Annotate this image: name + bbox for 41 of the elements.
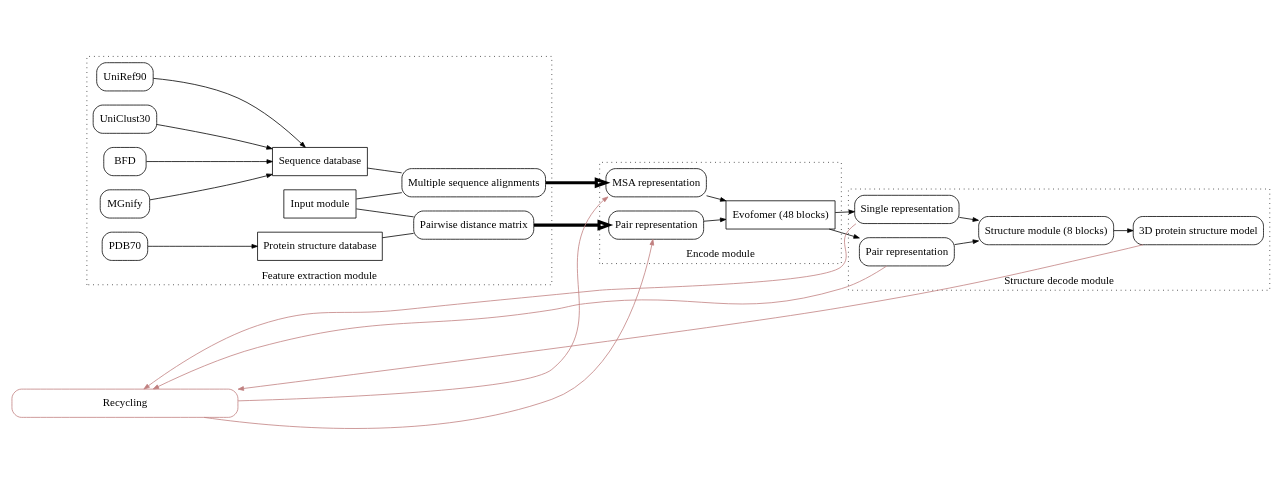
arrow xyxy=(958,216,979,222)
arrow xyxy=(152,265,888,389)
arrow xyxy=(534,219,614,231)
connector xyxy=(356,208,415,217)
arrow xyxy=(828,228,860,239)
arrow xyxy=(156,123,273,150)
connector xyxy=(367,167,403,173)
arrow xyxy=(545,176,611,188)
node-box: MSA representation xyxy=(605,167,707,197)
node-box: MGnify xyxy=(99,188,151,218)
node-box: Evofomer (48 blocks) xyxy=(725,199,836,229)
node-box: Recycling xyxy=(11,388,239,418)
node-box: UniClust30 xyxy=(92,104,158,134)
node-box: BFD xyxy=(103,146,147,176)
arrow xyxy=(146,158,273,164)
node-box: UniRef90 xyxy=(96,61,154,91)
arrow xyxy=(1113,227,1134,233)
node-box: Structure module (8 blocks) xyxy=(978,215,1115,245)
connector xyxy=(382,232,414,238)
node-box: Pair representation xyxy=(608,210,705,240)
arrow xyxy=(237,243,1144,391)
node-box: Sequence database xyxy=(272,146,368,176)
arrow xyxy=(143,222,857,389)
node-box: Protein structure database xyxy=(257,231,383,261)
arrow xyxy=(703,217,727,222)
node-box: Input module xyxy=(283,188,357,218)
node-box: Single representation xyxy=(854,194,960,224)
node-box: PDB70 xyxy=(101,231,149,261)
arrow xyxy=(203,238,655,429)
arrow xyxy=(834,209,855,214)
arrow xyxy=(706,194,727,202)
node-box: Pair representation xyxy=(859,236,955,266)
arrow xyxy=(237,196,609,401)
arrow xyxy=(149,173,273,200)
arrow xyxy=(954,238,979,245)
node-box: 3D protein structure model xyxy=(1132,215,1264,245)
arrow xyxy=(147,243,258,249)
connector xyxy=(356,191,403,199)
arrow xyxy=(152,77,306,148)
node-box: Pairwise distance matrix xyxy=(413,210,535,240)
node-box: Multiple sequence alignments xyxy=(401,167,546,197)
